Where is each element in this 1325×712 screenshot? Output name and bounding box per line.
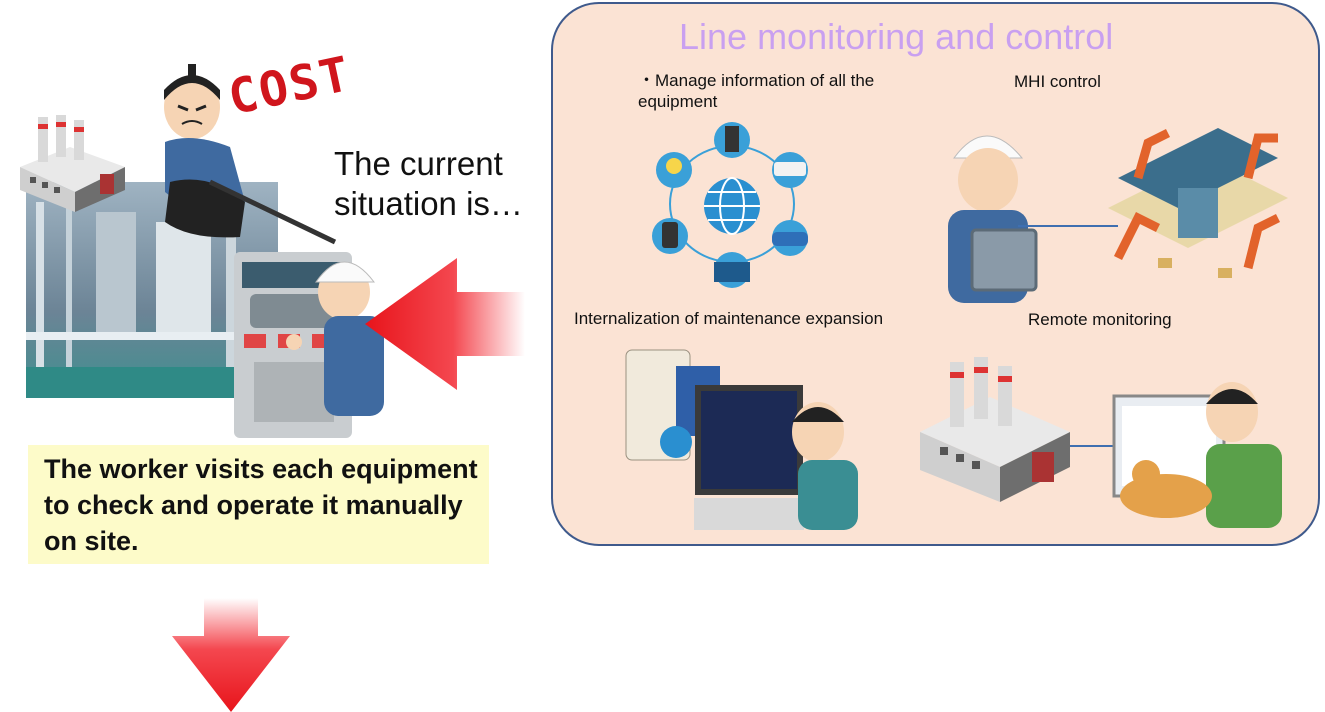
tablet-worker-icon [948,135,1038,303]
down-arrow-icon [172,598,290,712]
panel-title: Line monitoring and control [679,16,1114,57]
left-arrow-icon [365,258,525,390]
factory-icon [20,115,125,212]
remote-worker-icon [1112,382,1282,528]
internalization-label: Internalization of maintenance expansion [574,309,884,328]
remote-factory-icon [920,357,1070,502]
connector-line-top [1018,225,1118,227]
network-icon [652,122,808,288]
worker-note-box [28,445,489,564]
manage-info-label: ・Manage information of all the equipment [638,71,875,111]
mhi-control-label: MHI control [1014,72,1101,91]
worker-note-text: The worker visits each equipment to chec… [44,454,478,556]
computer-operator-icon [625,349,858,530]
robot-line-icon [1108,128,1288,278]
samurai-icon [164,64,337,245]
connector-line-bottom [1070,445,1116,447]
worker-icon [234,252,384,438]
remote-monitoring-label: Remote monitoring [1028,310,1172,329]
current-situation-text: The current situation is… [334,145,523,222]
